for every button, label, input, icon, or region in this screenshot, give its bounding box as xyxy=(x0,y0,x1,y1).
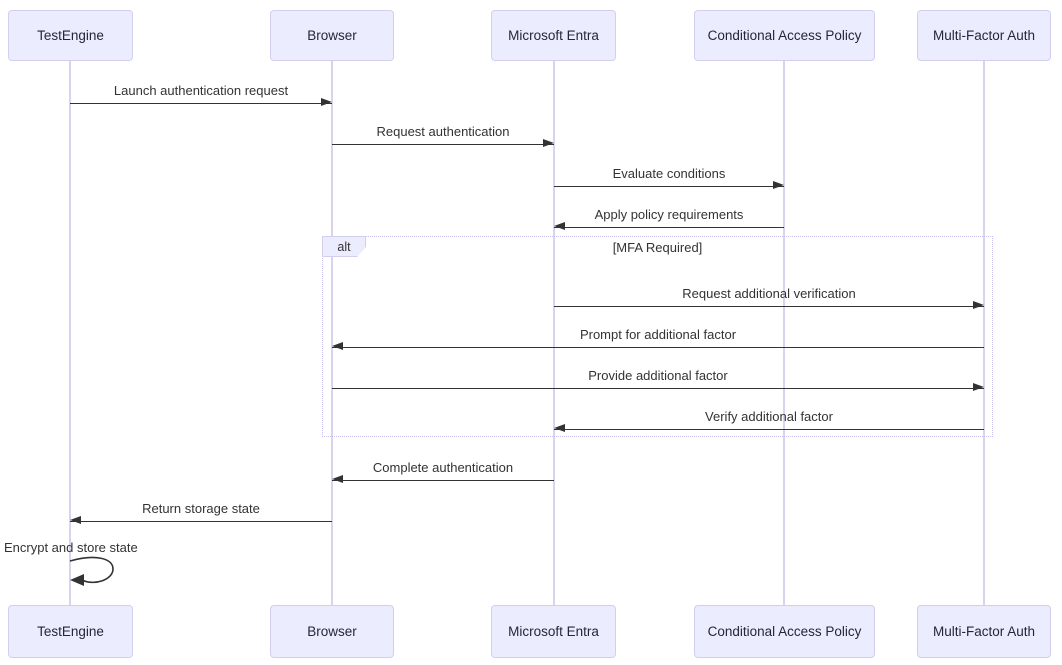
actor-bottom-testengine: TestEngine xyxy=(8,605,133,658)
arrow-left-icon xyxy=(554,424,984,433)
message-label: Return storage state xyxy=(142,501,260,516)
message-encrypt-and-store-state-label: Encrypt and store state xyxy=(4,540,138,555)
lifeline-conditional-access-policy xyxy=(783,61,785,605)
message-request-additional-verification: Request additional verification xyxy=(554,285,984,310)
arrow-right-icon xyxy=(332,383,984,392)
actor-label: Browser xyxy=(307,624,357,639)
arrow-left-icon xyxy=(554,222,784,231)
message-verify-additional-factor: Verify additional factor xyxy=(554,408,984,433)
actor-bottom-browser: Browser xyxy=(270,605,394,658)
actor-top-conditional-access-policy: Conditional Access Policy xyxy=(694,10,875,61)
message-provide-additional-factor: Provide additional factor xyxy=(332,367,984,392)
lifeline-microsoft-entra xyxy=(553,61,555,605)
lifeline-multi-factor-auth xyxy=(983,61,985,605)
actor-bottom-conditional-access-policy: Conditional Access Policy xyxy=(694,605,875,658)
message-label: Provide additional factor xyxy=(588,368,728,383)
actor-label: Browser xyxy=(307,28,357,43)
actor-top-testengine: TestEngine xyxy=(8,10,133,61)
alt-frame xyxy=(322,236,993,437)
lifeline-browser xyxy=(331,61,333,605)
actor-top-multi-factor-auth: Multi-Factor Auth xyxy=(917,10,1051,61)
message-label: Evaluate conditions xyxy=(612,166,726,181)
message-return-storage-state: Return storage state xyxy=(70,500,332,525)
arrow-left-icon xyxy=(332,342,984,351)
message-evaluate-conditions: Evaluate conditions xyxy=(554,165,784,190)
message-label: Request authentication xyxy=(376,124,510,139)
actor-label: Microsoft Entra xyxy=(508,28,599,43)
message-apply-policy-requirements: Apply policy requirements xyxy=(554,206,784,231)
message-label: Request additional verification xyxy=(682,286,856,301)
actor-label: Microsoft Entra xyxy=(508,624,599,639)
arrow-left-icon xyxy=(332,475,554,484)
alt-frame-condition: [MFA Required] xyxy=(612,240,703,255)
actor-label: Multi-Factor Auth xyxy=(932,28,1036,43)
arrow-right-icon xyxy=(554,301,984,310)
lifeline-testengine xyxy=(69,61,71,605)
message-prompt-for-additional-factor: Prompt for additional factor xyxy=(332,326,984,351)
arrow-right-icon xyxy=(70,98,332,107)
actor-bottom-multi-factor-auth: Multi-Factor Auth xyxy=(917,605,1051,658)
message-complete-authentication: Complete authentication xyxy=(332,459,554,484)
message-label: Apply policy requirements xyxy=(594,207,744,222)
message-label: Prompt for additional factor xyxy=(579,327,737,342)
actor-label: Multi-Factor Auth xyxy=(932,624,1036,639)
alt-frame-label: alt xyxy=(322,236,366,257)
actor-label: TestEngine xyxy=(37,624,104,639)
arrow-left-icon xyxy=(70,516,332,525)
actor-label: Conditional Access Policy xyxy=(707,624,862,639)
actor-top-browser: Browser xyxy=(270,10,394,61)
message-launch-authentication-request: Launch authentication request xyxy=(70,82,332,107)
message-label: Complete authentication xyxy=(372,460,514,475)
actor-label: TestEngine xyxy=(37,28,104,43)
arrow-right-icon xyxy=(332,139,554,148)
arrow-right-icon xyxy=(554,181,784,190)
actor-bottom-microsoft-entra: Microsoft Entra xyxy=(491,605,616,658)
message-label: Launch authentication request xyxy=(113,83,289,98)
message-request-authentication: Request authentication xyxy=(332,123,554,148)
self-loop-arrow-icon xyxy=(69,556,114,586)
actor-top-microsoft-entra: Microsoft Entra xyxy=(491,10,616,61)
actor-label: Conditional Access Policy xyxy=(707,28,862,43)
message-label: Verify additional factor xyxy=(705,409,833,424)
